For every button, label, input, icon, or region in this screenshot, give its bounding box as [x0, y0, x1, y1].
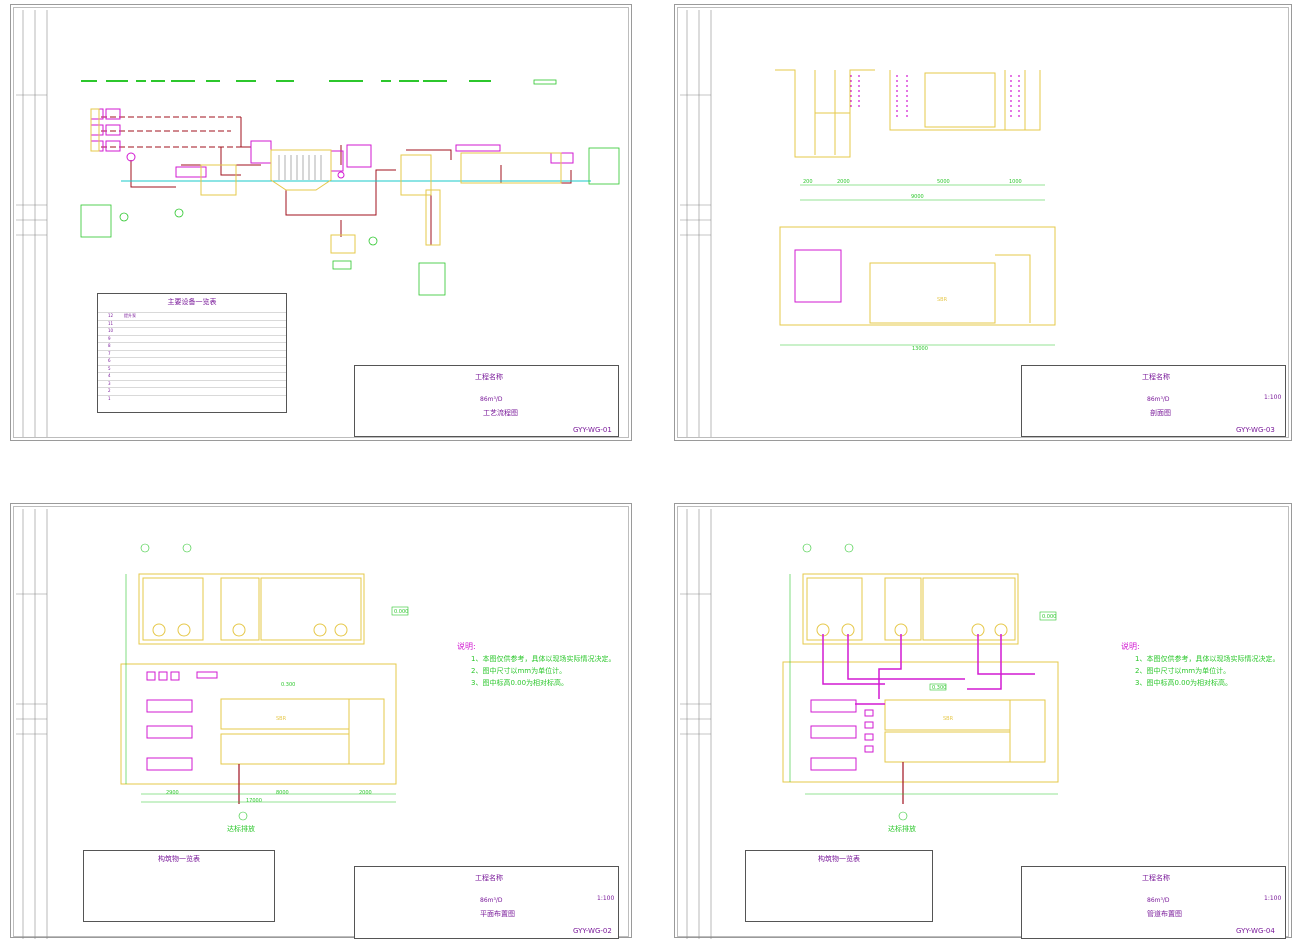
drawing-sheet-piping[interactable]: 说明: 1、本图仅供参考，具体以现场实际情况决定。 2、图中尺寸以mm为单位计。…: [674, 503, 1292, 939]
dim-bottom-total: 13000: [912, 346, 928, 352]
dim-top-3: 5000: [937, 179, 950, 185]
note-2: 2、图中尺寸以mm为单位计。: [1135, 667, 1231, 675]
titleblock-title: 剖面图: [1150, 409, 1171, 417]
titleblock: 工程名称 86m³/D 平面布置图 1:100 GYY-WG-02: [354, 866, 619, 939]
titleblock-project: 工程名称: [1142, 874, 1170, 882]
outlet-label: 达标排放: [227, 825, 255, 833]
sbr-label: SBR: [937, 297, 948, 303]
note-3: 3、图中标高0.00为相对标高。: [471, 679, 569, 687]
structure-table: 构筑物一览表: [745, 850, 933, 922]
table-row: 11: [98, 319, 286, 327]
titleblock-code: GYY-WG-01: [573, 426, 612, 434]
table-row: 10: [98, 327, 286, 334]
table-cell: 1: [108, 395, 111, 401]
drawing-sheet-section[interactable]: SBR 200 2000 5000 1000 9000 13000 工程名称 8…: [674, 4, 1292, 441]
table-cell: 5: [108, 365, 111, 371]
titleblock-project: 工程名称: [475, 373, 503, 381]
level2-label: 0.300: [932, 685, 947, 691]
drawing-sheet-process-flow[interactable]: 主要设备一览表 12 提升泵 11 10 9 8 7 6 5 4 3 2 1 工程名称 86m³/D 工…: [10, 4, 632, 441]
titleblock: 工程名称 86m³/D 管道布置图 1:100 GYY-WG-04: [1021, 866, 1286, 939]
table-row: 3: [98, 379, 286, 387]
sbr-label: SBR: [276, 716, 287, 722]
table-row: 4: [98, 372, 286, 379]
table-cell: 12: [108, 313, 114, 318]
table-row: 2: [98, 387, 286, 394]
titleblock-project: 工程名称: [1142, 373, 1170, 381]
titleblock-scale: 1:100: [1264, 394, 1282, 401]
table-row: 6: [98, 357, 286, 364]
table-row: 9: [98, 334, 286, 342]
table-cell: 2: [108, 388, 111, 393]
table-row: 1: [98, 394, 286, 402]
table-cell: 9: [108, 335, 111, 341]
titleblock-title-top: 86m³/D: [1147, 897, 1170, 904]
structure-table: 构筑物一览表: [83, 850, 275, 922]
table-row: 8: [98, 342, 286, 349]
table-cell: 6: [108, 358, 111, 363]
table-cell: 4: [108, 373, 111, 378]
structure-table-title: 构筑物一览表: [818, 855, 860, 863]
sheet2-canvas: [680, 10, 1056, 437]
notes-head: 说明:: [457, 642, 476, 651]
titleblock-title: 管道布置图: [1147, 910, 1182, 918]
level-label: 0.000: [394, 609, 409, 615]
dim-top-4: 1000: [1009, 179, 1022, 185]
notes-head: 说明:: [1121, 642, 1140, 651]
titleblock-project: 工程名称: [475, 874, 503, 882]
table-cell: 10: [108, 328, 114, 333]
titleblock-code: GYY-WG-02: [573, 927, 612, 935]
table-cell: 提升泵: [124, 313, 136, 318]
dim-bottom-3: 2000: [359, 790, 372, 796]
table-cell: 3: [108, 380, 111, 386]
note-2: 2、图中尺寸以mm为单位计。: [471, 667, 567, 675]
sheet3-canvas: [16, 509, 409, 939]
titleblock-title-top: 86m³/D: [480, 897, 503, 904]
table-cell: 8: [108, 343, 111, 348]
sheet1-canvas: [16, 10, 620, 437]
dim-bottom-total: 17000: [246, 798, 262, 804]
titleblock: 工程名称 86m³/D 工艺流程图 GYY-WG-01: [354, 365, 619, 437]
titleblock-code: GYY-WG-03: [1236, 426, 1275, 434]
equipment-table-title: 主要设备一览表: [167, 298, 217, 306]
titleblock-title-top: 86m³/D: [1147, 396, 1170, 403]
table-cell: 7: [108, 350, 111, 356]
drawing-sheet-plan[interactable]: 说明: 1、本图仅供参考，具体以现场实际情况决定。 2、图中尺寸以mm为单位计。…: [10, 503, 632, 939]
structure-table-title: 构筑物一览表: [158, 855, 200, 863]
table-row: 5: [98, 364, 286, 372]
titleblock-title: 工艺流程图: [483, 409, 518, 417]
level2-label: 0.300: [281, 682, 296, 688]
titleblock-title-top: 86m³/D: [480, 396, 503, 403]
table-row: 7: [98, 349, 286, 357]
dim-top-2: 2000: [837, 179, 850, 185]
dim-bottom-2: 8000: [276, 790, 289, 796]
notes: 说明: 1、本图仅供参考，具体以现场实际情况决定。 2、图中尺寸以mm为单位计。…: [1121, 641, 1279, 689]
dim-top-1: 200: [803, 179, 813, 185]
titleblock-scale: 1:100: [597, 895, 615, 902]
sbr-label: SBR: [943, 716, 954, 722]
dim-bottom-1: 2900: [166, 790, 179, 796]
note-1: 1、本图仅供参考，具体以现场实际情况决定。: [1135, 655, 1280, 663]
note-1: 1、本图仅供参考，具体以现场实际情况决定。: [471, 655, 616, 663]
table-row: 12 提升泵: [98, 312, 286, 319]
sheet4-canvas: [680, 509, 1059, 939]
note-3: 3、图中标高0.00为相对标高。: [1135, 679, 1233, 687]
table-cell: 11: [108, 320, 114, 326]
dim-top-total: 9000: [911, 194, 924, 200]
titleblock-scale: 1:100: [1264, 895, 1282, 902]
outlet-label: 达标排放: [888, 825, 916, 833]
titleblock-title: 平面布置图: [480, 910, 515, 918]
level-label: 0.000: [1042, 614, 1057, 620]
notes: 说明: 1、本图仅供参考，具体以现场实际情况决定。 2、图中尺寸以mm为单位计。…: [457, 641, 615, 689]
equipment-table: 主要设备一览表 12 提升泵 11 10 9 8 7 6 5 4 3 2 1: [97, 293, 287, 413]
titleblock-code: GYY-WG-04: [1236, 927, 1275, 935]
titleblock: 工程名称 86m³/D 剖面图 1:100 GYY-WG-03: [1021, 365, 1286, 437]
